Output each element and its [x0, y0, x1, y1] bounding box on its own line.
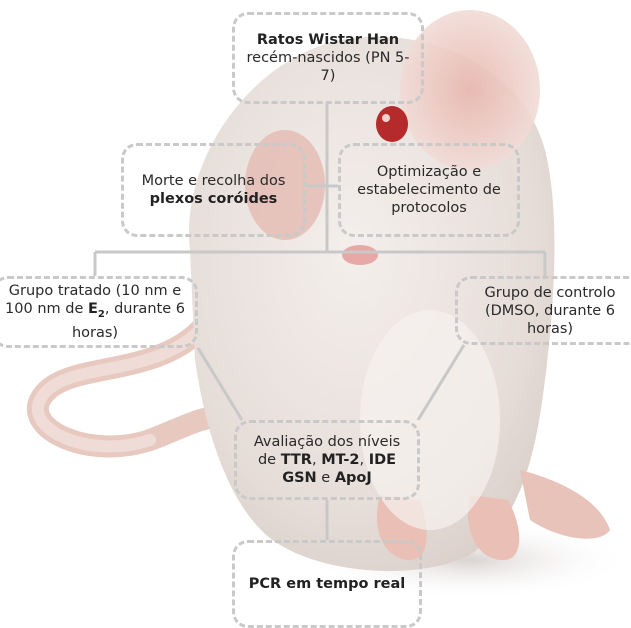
- node-harvest-text: Morte e recolha dos: [142, 173, 286, 189]
- node-harvest-bold: plexos coróides: [150, 191, 278, 207]
- node-treated: Grupo tratado (10 nm e 100 nm de E2, dur…: [0, 276, 198, 348]
- node-pcr-bold: PCR em tempo real: [249, 575, 405, 593]
- gene-label: MT-2: [321, 452, 359, 468]
- gene-label: TTR: [281, 452, 312, 468]
- node-control: Grupo de controlo (DMSO, durante 6 horas…: [455, 276, 631, 345]
- separator: ,: [312, 452, 317, 468]
- node-start-bold: Ratos Wistar Han: [257, 32, 399, 48]
- gene-label: GSN: [282, 470, 316, 486]
- node-treated-subscript: 2: [98, 309, 105, 320]
- node-control-text: Grupo de controlo (DMSO, durante 6 horas…: [464, 284, 631, 338]
- separator: ,: [359, 452, 364, 468]
- node-start-text: recém-nascidos (PN 5-7): [247, 50, 410, 84]
- node-pcr: PCR em tempo real: [232, 540, 422, 628]
- gene-label: IDE: [369, 452, 396, 468]
- node-start: Ratos Wistar Han recém-nascidos (PN 5-7): [232, 12, 424, 104]
- node-harvest: Morte e recolha dos plexos coróides: [121, 143, 306, 237]
- node-treated-bold: E: [88, 301, 98, 317]
- gene-label: ApoJ: [335, 470, 372, 486]
- node-optimize-text: Optimização e estabelecimento de protoco…: [347, 163, 511, 217]
- node-assess: Avaliação dos níveis de TTR, MT-2, IDE G…: [234, 420, 420, 500]
- separator: e: [321, 470, 330, 486]
- node-optimize: Optimização e estabelecimento de protoco…: [338, 143, 520, 237]
